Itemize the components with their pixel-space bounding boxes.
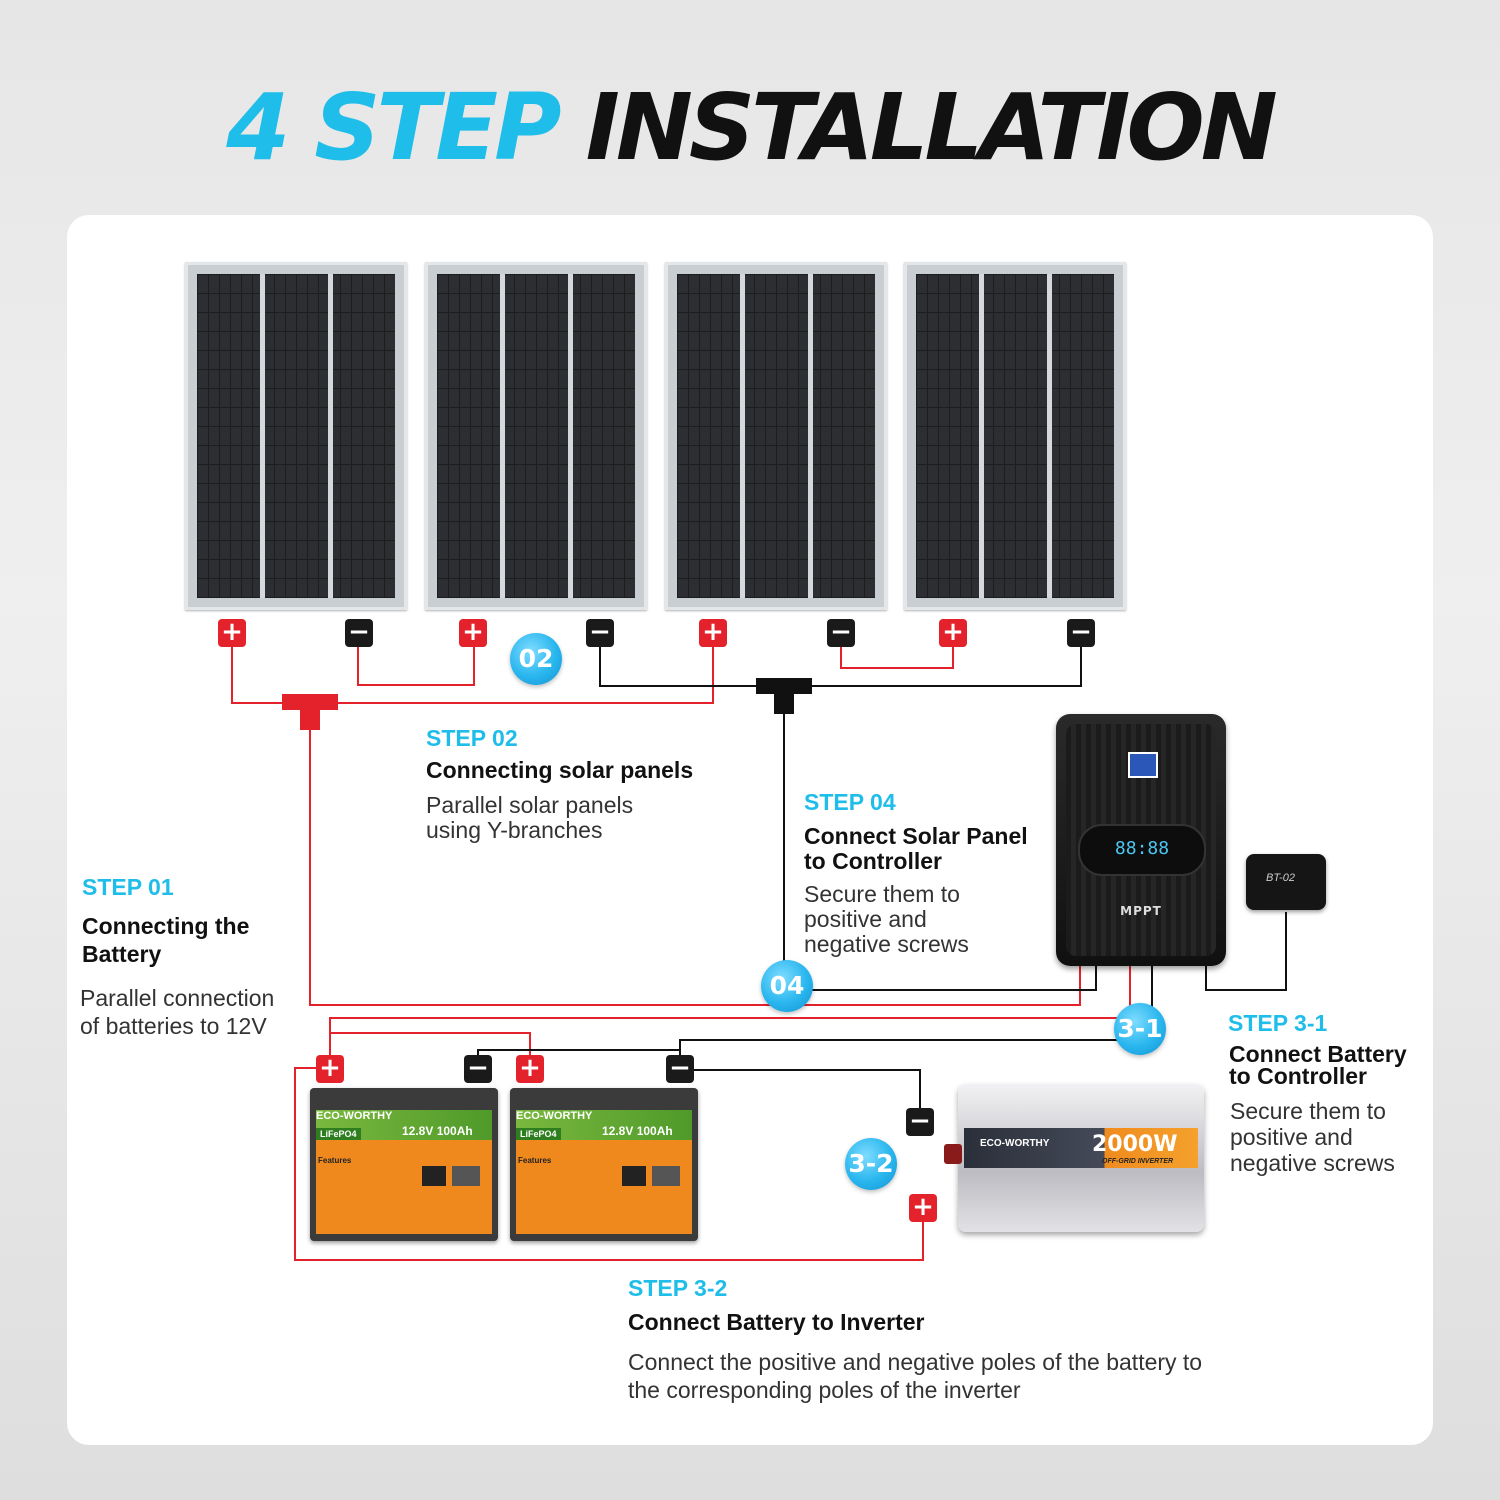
controller-screen: 88:88	[1078, 824, 1206, 876]
battery-chemistry: LiFePO4	[516, 1128, 561, 1140]
step-3-2-badge-icon: 3-2	[845, 1138, 897, 1190]
mppt-controller: 88:88 MPPT	[1056, 714, 1226, 966]
y-branch-negative	[756, 678, 812, 694]
inverter: ECO-WORTHY 2000W OFF-GRID INVERTER	[944, 1084, 1204, 1232]
wire-controller-battery-positive	[329, 966, 1131, 1055]
step-02-heading: Connecting solar panels	[426, 757, 694, 783]
inverter-plus-terminal-icon: +	[909, 1194, 937, 1222]
battery-cert-icon	[422, 1166, 480, 1186]
battery-1-plus-terminal-icon: +	[316, 1055, 344, 1083]
battery-2: ECO-WORTHY LiFePO4 12.8V 100Ah Features	[510, 1088, 698, 1241]
step-3-2-heading: Connect Battery to Inverter	[628, 1309, 925, 1335]
wire-battery-inverter-negative	[680, 1069, 921, 1108]
controller-logo-icon	[1128, 752, 1158, 778]
step-02-label: STEP 02	[426, 725, 518, 751]
panel-4-plus-terminal-icon: +	[939, 619, 967, 647]
step-04-badge-icon: 04	[761, 960, 813, 1012]
wire-controller-battery-negative	[679, 966, 1153, 1055]
solar-panel-4	[904, 262, 1126, 610]
battery-spec: 12.8V 100Ah	[602, 1124, 673, 1138]
wire-panel-1-2	[357, 645, 475, 686]
battery-features: Features	[518, 1156, 552, 1165]
wire-positive-to-controller	[309, 712, 1081, 1006]
panel-3-minus-terminal-icon: −	[827, 619, 855, 647]
battery-brand: ECO-WORTHY	[316, 1110, 393, 1122]
wire-panel-positive-main	[231, 645, 714, 704]
step-3-2-description: Connect the positive and negative poles …	[628, 1349, 1203, 1403]
wire-battery-inverter-positive	[294, 1067, 924, 1261]
battery-brand: ECO-WORTHY	[516, 1110, 593, 1122]
title-accent: 4 STEP	[226, 74, 561, 181]
solar-panel-1	[185, 262, 407, 610]
wire-bt-module	[1205, 912, 1287, 991]
battery-chemistry: LiFePO4	[316, 1128, 361, 1140]
controller-brand: MPPT	[1120, 904, 1162, 918]
battery-spec: 12.8V 100Ah	[402, 1124, 473, 1138]
panel-3-plus-terminal-icon: +	[699, 619, 727, 647]
step-3-1-label: STEP 3-1	[1228, 1010, 1328, 1036]
panel-1-minus-terminal-icon: −	[345, 619, 373, 647]
inverter-minus-terminal-icon: −	[906, 1108, 934, 1136]
battery-2-minus-terminal-icon: −	[666, 1055, 694, 1083]
inverter-subtitle: OFF-GRID INVERTER	[1102, 1158, 1174, 1165]
wire-battery-positive-link	[330, 1032, 531, 1055]
title-rest: INSTALLATION	[585, 74, 1278, 181]
step-01-label: STEP 01	[82, 874, 174, 900]
wire-panel-negative-main	[599, 645, 1082, 687]
wire-battery-negative-link	[477, 1049, 680, 1055]
inverter-wattage: 2000W	[1092, 1132, 1178, 1157]
battery-features: Features	[318, 1156, 352, 1165]
panel-2-minus-terminal-icon: −	[586, 619, 614, 647]
battery-1-minus-terminal-icon: −	[464, 1055, 492, 1083]
step-3-1-badge-icon: 3-1	[1114, 1003, 1166, 1055]
inverter-brand: ECO-WORTHY	[980, 1138, 1050, 1149]
solar-panel-2	[425, 262, 647, 610]
battery-2-plus-terminal-icon: +	[516, 1055, 544, 1083]
panel-2-plus-terminal-icon: +	[459, 619, 487, 647]
page-title: 4 STEP INSTALLATION	[0, 78, 1500, 178]
y-branch-positive	[282, 694, 338, 710]
wire-panel-3-4	[840, 645, 954, 669]
wire-negative-to-controller	[783, 698, 1097, 991]
solar-panel-3	[665, 262, 887, 610]
bluetooth-module: BT-02	[1246, 854, 1326, 910]
step-04-label: STEP 04	[804, 789, 896, 815]
battery-cert-icon	[622, 1166, 680, 1186]
panel-4-minus-terminal-icon: −	[1067, 619, 1095, 647]
battery-1: ECO-WORTHY LiFePO4 12.8V 100Ah Features	[310, 1088, 498, 1241]
step-3-2-label: STEP 3-2	[628, 1275, 728, 1301]
panel-1-plus-terminal-icon: +	[218, 619, 246, 647]
bt-module-label: BT-02	[1266, 872, 1295, 884]
step-02-badge-icon: 02	[510, 633, 562, 685]
